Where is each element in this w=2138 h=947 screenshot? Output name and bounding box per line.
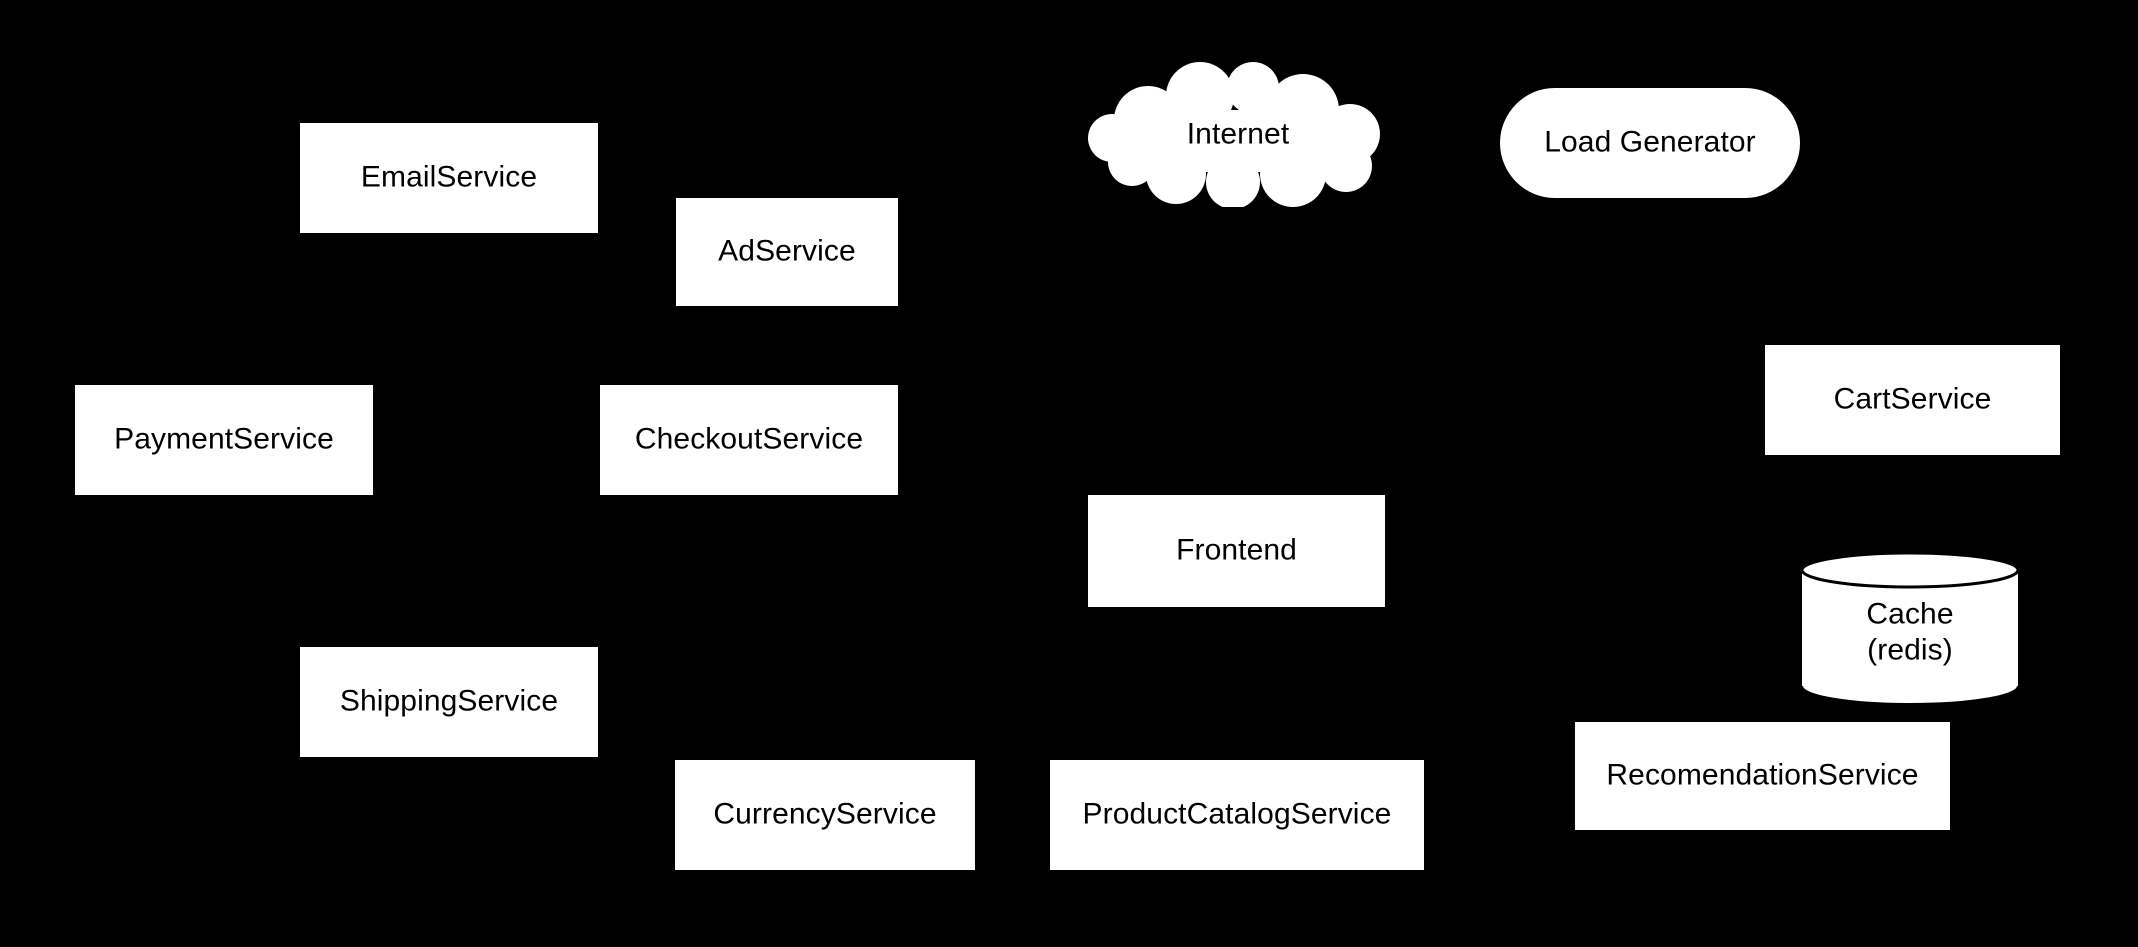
node-currency-service[interactable]: CurrencyService [675, 760, 975, 870]
node-label-cache-redis: Cache(redis) [1866, 597, 1954, 667]
node-label-email-service: EmailService [360, 160, 538, 194]
node-internet[interactable]: Internet [1088, 62, 1388, 207]
node-cache-redis[interactable]: Cache(redis) [1800, 552, 2020, 704]
node-product-catalog-service[interactable]: ProductCatalogService [1050, 760, 1424, 870]
node-ad-service[interactable]: AdService [676, 198, 898, 306]
node-label-ad-service: AdService [718, 234, 856, 268]
node-payment-service[interactable]: PaymentService [75, 385, 373, 495]
node-label-internet: Internet [1186, 116, 1290, 150]
node-recomendation-service[interactable]: RecomendationService [1575, 722, 1950, 830]
node-label-recomendation-service: RecomendationService [1606, 758, 1919, 792]
node-frontend[interactable]: Frontend [1088, 495, 1385, 607]
node-shipping-service[interactable]: ShippingService [300, 647, 598, 757]
node-label-payment-service: PaymentService [114, 422, 334, 456]
node-label-product-catalog-service: ProductCatalogService [1082, 797, 1392, 831]
node-checkout-service[interactable]: CheckoutService [600, 385, 898, 495]
node-label-cart-service: CartService [1833, 382, 1992, 416]
node-label-load-generator: Load Generator [1544, 125, 1756, 159]
database-cylinder-icon [1800, 552, 2020, 704]
cloud-icon [1088, 62, 1388, 207]
node-label-checkout-service: CheckoutService [634, 422, 864, 456]
node-email-service[interactable]: EmailService [300, 123, 598, 233]
node-load-generator[interactable]: Load Generator [1500, 88, 1800, 198]
node-cart-service[interactable]: CartService [1765, 345, 2060, 455]
node-label-shipping-service: ShippingService [339, 684, 559, 718]
node-label-currency-service: CurrencyService [713, 797, 937, 831]
node-label-frontend: Frontend [1176, 533, 1297, 567]
